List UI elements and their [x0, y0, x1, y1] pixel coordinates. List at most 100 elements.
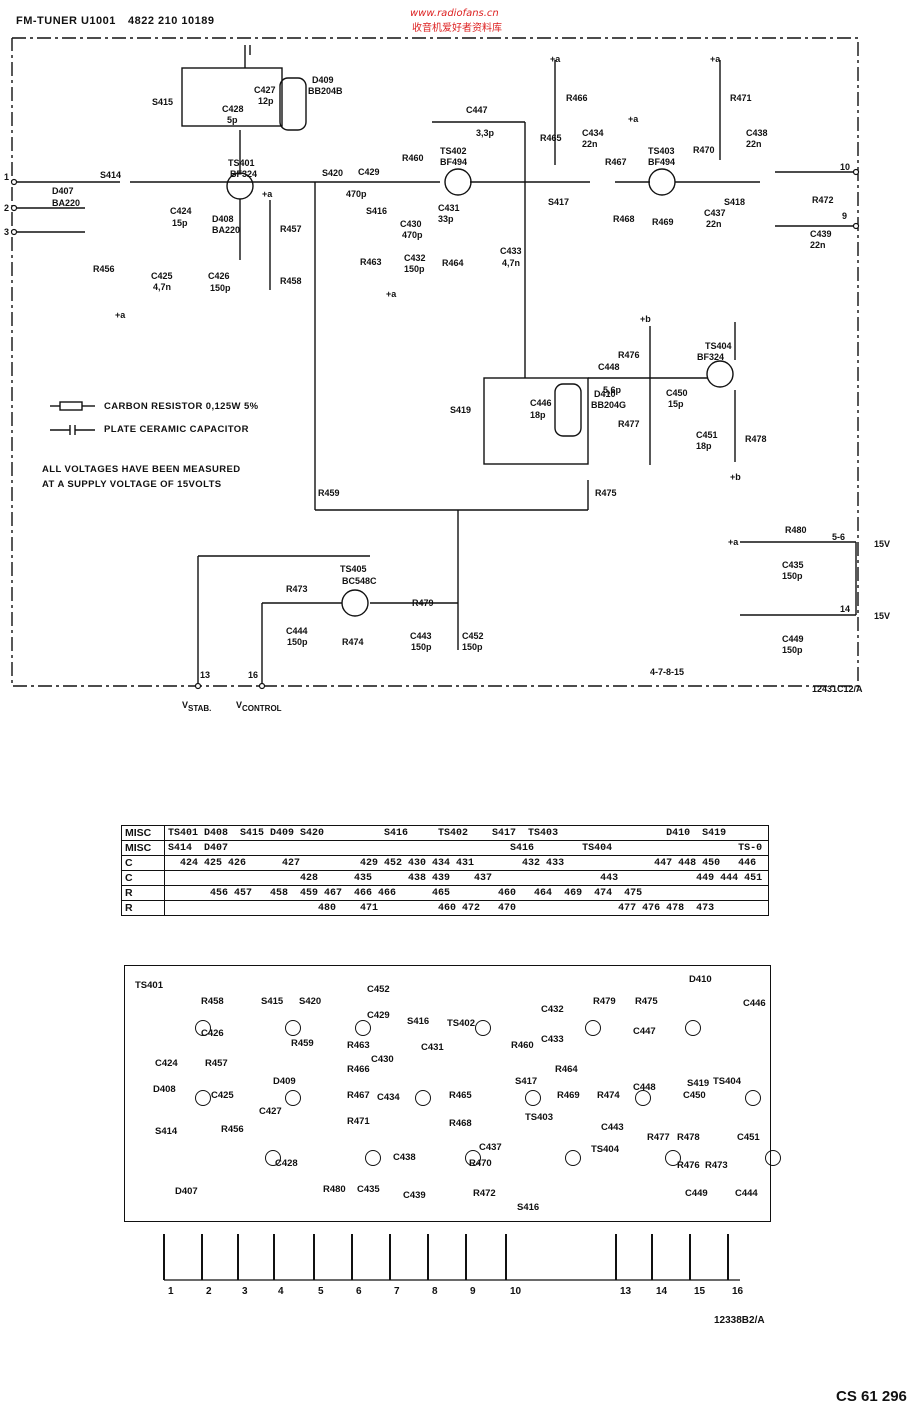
pcb-pad — [285, 1090, 301, 1106]
label-r478: R478 — [745, 434, 767, 444]
pcb-pin-number: 6 — [356, 1286, 362, 1297]
terminal-2: 2 — [4, 203, 9, 213]
pcb-pin-number: 9 — [470, 1286, 476, 1297]
label-c435: C435 — [782, 560, 804, 570]
label-r470: R470 — [693, 145, 715, 155]
label-c439v: 22n — [810, 240, 826, 250]
pcb-component-label: R456 — [221, 1124, 244, 1135]
pcb-pin-number: 14 — [656, 1286, 668, 1297]
pcb-pin-number: 7 — [394, 1286, 400, 1297]
pcb-component-label: R474 — [597, 1090, 620, 1101]
pcb-component-label: R480 — [323, 1184, 346, 1195]
terminal-row: 4-7-8-15 — [650, 667, 684, 677]
pcb-pad — [665, 1150, 681, 1166]
label-s414: S414 — [100, 170, 121, 180]
label-c431v: 33p — [438, 214, 454, 224]
label-c434: C434 — [582, 128, 604, 138]
terminal-16: 16 — [248, 670, 258, 680]
pcb-pad — [195, 1020, 211, 1036]
pcb-component-label: TS402 — [447, 1018, 475, 1029]
label-r469: R469 — [652, 217, 674, 227]
vstab-label: V — [182, 700, 188, 710]
pcb-component-label: C430 — [371, 1054, 394, 1065]
table-row: R 456 457 458 459 467 466 466 465 460 46… — [121, 885, 769, 901]
table-row: C 428 435 438 439 437 443 449 444 451 — [121, 870, 769, 886]
pcb-component-label: C452 — [367, 984, 390, 995]
conn-5-6: 5-6 — [832, 532, 845, 542]
label-r456: R456 — [93, 264, 115, 274]
pcb-component-label: R479 — [593, 996, 616, 1007]
pcb-drawing-number: 12338B2/A — [714, 1315, 765, 1326]
label-c428v: 5p — [227, 115, 238, 125]
label-c424: C424 — [170, 206, 192, 216]
pcb-pin-number: 16 — [732, 1286, 744, 1297]
pcb-component-label: D408 — [153, 1084, 176, 1095]
supply-15v-top: 15V — [874, 539, 890, 549]
pcb-component-label: R463 — [347, 1040, 370, 1051]
pcb-component-label: D409 — [273, 1076, 296, 1087]
supply-a-ts401: +a — [262, 189, 273, 199]
label-c429v: 470p — [346, 189, 367, 199]
label-c444: C444 — [286, 626, 308, 636]
pcb-pad — [355, 1020, 371, 1036]
label-r472: R472 — [812, 195, 834, 205]
footer-code: CS 61 296 — [836, 1388, 907, 1405]
label-c430: C430 — [400, 219, 422, 229]
pcb-component-label: D407 — [175, 1186, 198, 1197]
pcb-component-label: S420 — [299, 996, 322, 1007]
label-d407t: BA220 — [52, 198, 80, 208]
pcb-pin-number: 1 — [168, 1286, 174, 1297]
pcb-component-label: C435 — [357, 1184, 380, 1195]
pcb-component-label: S414 — [155, 1126, 178, 1137]
label-ts405: TS405 — [340, 564, 367, 574]
supply-a-r463: +a — [386, 289, 397, 299]
label-c448v: 5,6p — [603, 385, 622, 395]
pcb-component-label: C451 — [737, 1132, 760, 1143]
label-ts403: TS403 — [648, 146, 675, 156]
supply-a-r471: +a — [710, 54, 721, 64]
pcb-component-label: C447 — [633, 1026, 656, 1037]
vcontrol-label: V — [236, 700, 242, 710]
label-ts402t: BF494 — [440, 157, 467, 167]
label-r464: R464 — [442, 258, 464, 268]
pcb-pad — [585, 1020, 601, 1036]
label-c452v: 150p — [462, 642, 483, 652]
label-r460: R460 — [402, 153, 424, 163]
label-r468: R468 — [613, 214, 635, 224]
terminal-3: 3 — [4, 227, 9, 237]
pcb-pin-number: 13 — [620, 1286, 632, 1297]
pcb-component-label: S415 — [261, 996, 284, 1007]
label-d408t: BA220 — [212, 225, 240, 235]
pcb-component-label: C433 — [541, 1034, 564, 1045]
pcb-component-label: R477 — [647, 1132, 670, 1143]
label-ts402: TS402 — [440, 146, 467, 156]
label-r480: R480 — [785, 525, 807, 535]
label-c425: C425 — [151, 271, 173, 281]
pcb-component-label: R466 — [347, 1064, 370, 1075]
watermark-url: www.radiofans.cn — [410, 8, 499, 19]
label-r463: R463 — [360, 257, 382, 267]
legend-capacitor: PLATE CERAMIC CAPACITOR — [104, 424, 249, 435]
pcb-component-label: D410 — [689, 974, 712, 985]
label-c429: C429 — [358, 167, 380, 177]
label-r476: R476 — [618, 350, 640, 360]
pcb-component-label: R473 — [705, 1160, 728, 1171]
label-c446: C446 — [530, 398, 552, 408]
pcb-component-label: R460 — [511, 1040, 534, 1051]
pcb-component-label: S419 — [687, 1078, 710, 1089]
label-c447v: 3,3p — [476, 128, 495, 138]
label-d408: D408 — [212, 214, 234, 224]
table-value: 456 457 458 459 467 466 466 465 460 464 … — [164, 885, 769, 901]
pcb-pin-number: 15 — [694, 1286, 706, 1297]
label-c438: C438 — [746, 128, 768, 138]
pcb-component-label: C448 — [633, 1082, 656, 1093]
table-value: 428 435 438 439 437 443 449 444 451 — [164, 870, 769, 886]
label-c431: C431 — [438, 203, 460, 213]
pcb-pad — [745, 1090, 761, 1106]
pcb-pin-number: 10 — [510, 1286, 522, 1297]
supply-b-r478: +b — [730, 472, 741, 482]
pcb-component-label: TS404 — [713, 1076, 741, 1087]
label-ts401: TS401 — [228, 158, 255, 168]
